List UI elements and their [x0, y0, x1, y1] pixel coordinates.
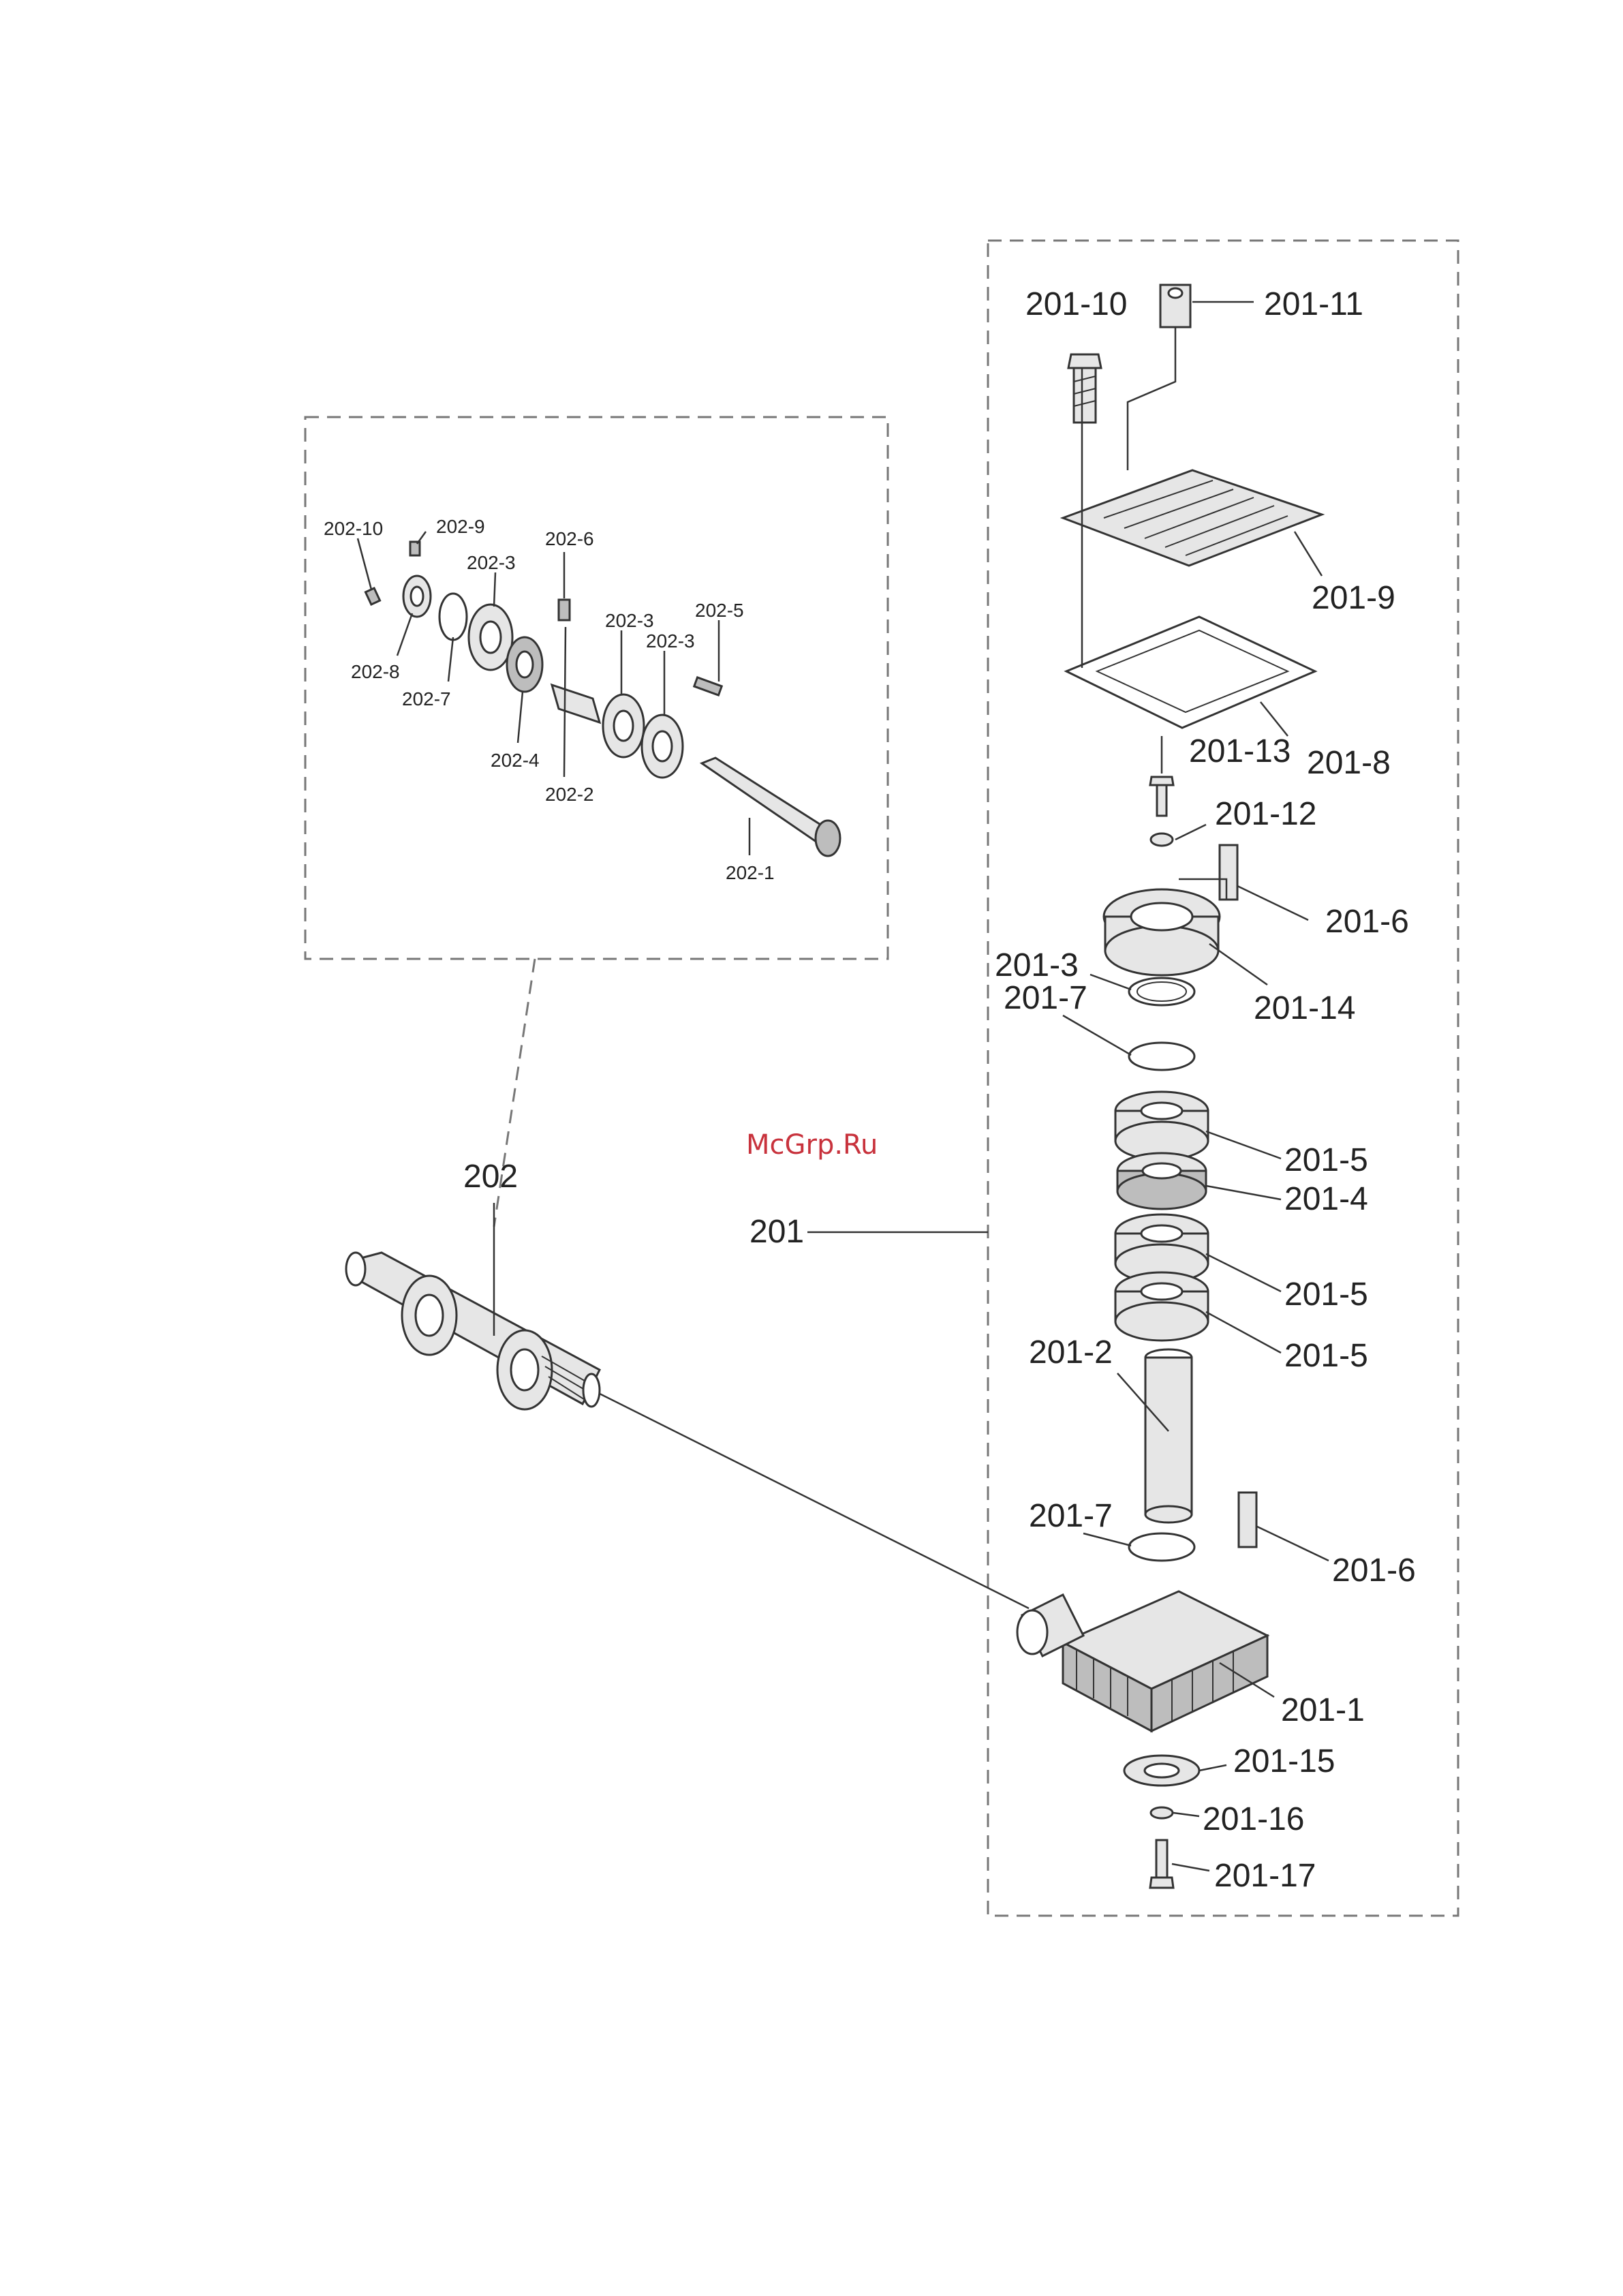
label-202-6: 202-6	[545, 528, 594, 549]
shaft-assembly-202	[346, 1203, 600, 1409]
assembly-201-label: 201	[749, 1214, 804, 1250]
label-201-11: 201-11	[1264, 286, 1363, 322]
label-201-15: 201-15	[1233, 1743, 1335, 1779]
label-201-6-b: 201-6	[1332, 1552, 1416, 1589]
label-201-16: 201-16	[1203, 1801, 1304, 1837]
label-202-3-b: 202-3	[605, 610, 654, 631]
label-201-3: 201-3	[995, 947, 1079, 983]
label-202-2: 202-2	[545, 784, 594, 805]
label-201-10: 201-10	[1025, 286, 1127, 322]
assembly-202-label: 202	[463, 1159, 518, 1195]
label-202-1: 202-1	[726, 862, 775, 883]
label-201-1: 201-1	[1281, 1692, 1365, 1728]
label-201-14: 201-14	[1254, 990, 1355, 1026]
label-201-6-a: 201-6	[1325, 904, 1409, 940]
label-202-8: 202-8	[351, 661, 400, 682]
label-201-17: 201-17	[1214, 1858, 1316, 1894]
label-202-4: 202-4	[491, 750, 540, 771]
label-201-2: 201-2	[1029, 1334, 1113, 1371]
label-201-12: 201-12	[1215, 796, 1316, 832]
label-202-3-c: 202-3	[646, 630, 695, 652]
label-201-9: 201-9	[1312, 580, 1395, 616]
label-202-10: 202-10	[324, 518, 383, 539]
label-201-8: 201-8	[1307, 745, 1391, 781]
label-201-7-a: 201-7	[1004, 980, 1087, 1016]
label-201-5-b: 201-5	[1284, 1276, 1368, 1313]
label-201-4: 201-4	[1284, 1181, 1368, 1217]
label-202-5: 202-5	[695, 600, 744, 621]
label-202-9: 202-9	[436, 516, 485, 537]
label-202-3-a: 202-3	[467, 552, 516, 573]
label-201-5-a: 201-5	[1284, 1142, 1368, 1178]
assembly-201-parts	[1017, 285, 1322, 1888]
label-201-5-c: 201-5	[1284, 1338, 1368, 1374]
watermark: McGrp.Ru	[746, 1129, 878, 1161]
shaft-to-housing-line	[600, 1394, 1029, 1608]
label-201-13: 201-13	[1189, 733, 1290, 769]
label-202-7: 202-7	[402, 688, 451, 709]
assembly-202-frame	[305, 417, 888, 959]
label-201-7-b: 201-7	[1029, 1498, 1113, 1534]
